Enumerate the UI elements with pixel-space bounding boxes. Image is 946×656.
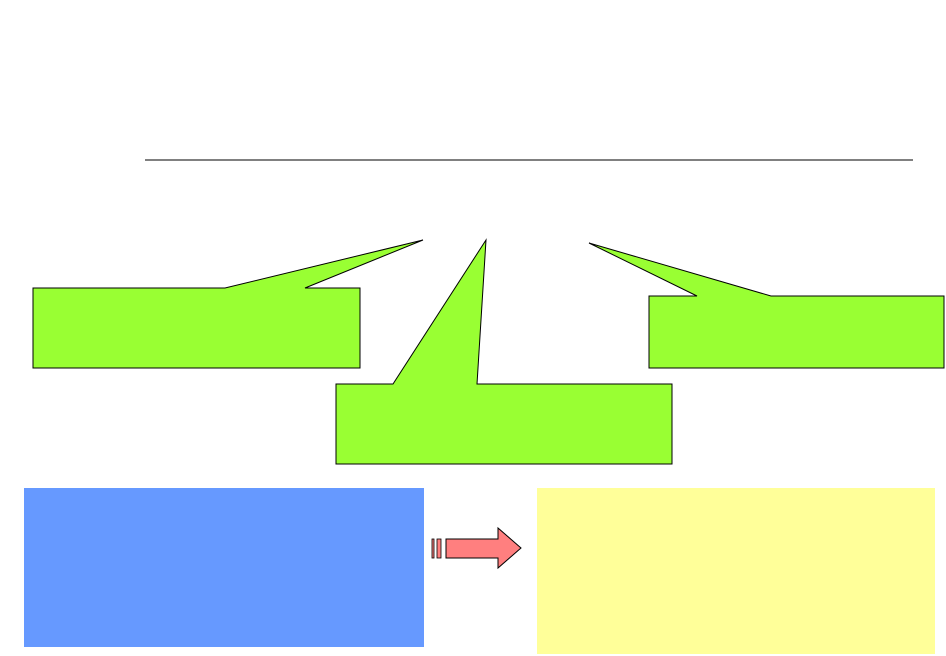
callout-left (32, 239, 424, 369)
arrow-stripe-2 (436, 538, 442, 559)
arrow-body (445, 526, 522, 570)
source-box-shape (24, 488, 424, 647)
callout-right (588, 242, 945, 369)
callout-right-shape (588, 242, 945, 369)
target-box-shape (537, 488, 935, 654)
arrow-stripe-1 (431, 538, 435, 559)
source-box (24, 488, 424, 647)
callout-left-shape (32, 239, 424, 369)
callout-center (335, 238, 673, 465)
target-box (537, 488, 935, 654)
right-arrow-icon (431, 526, 522, 570)
callout-center-shape (335, 238, 673, 465)
